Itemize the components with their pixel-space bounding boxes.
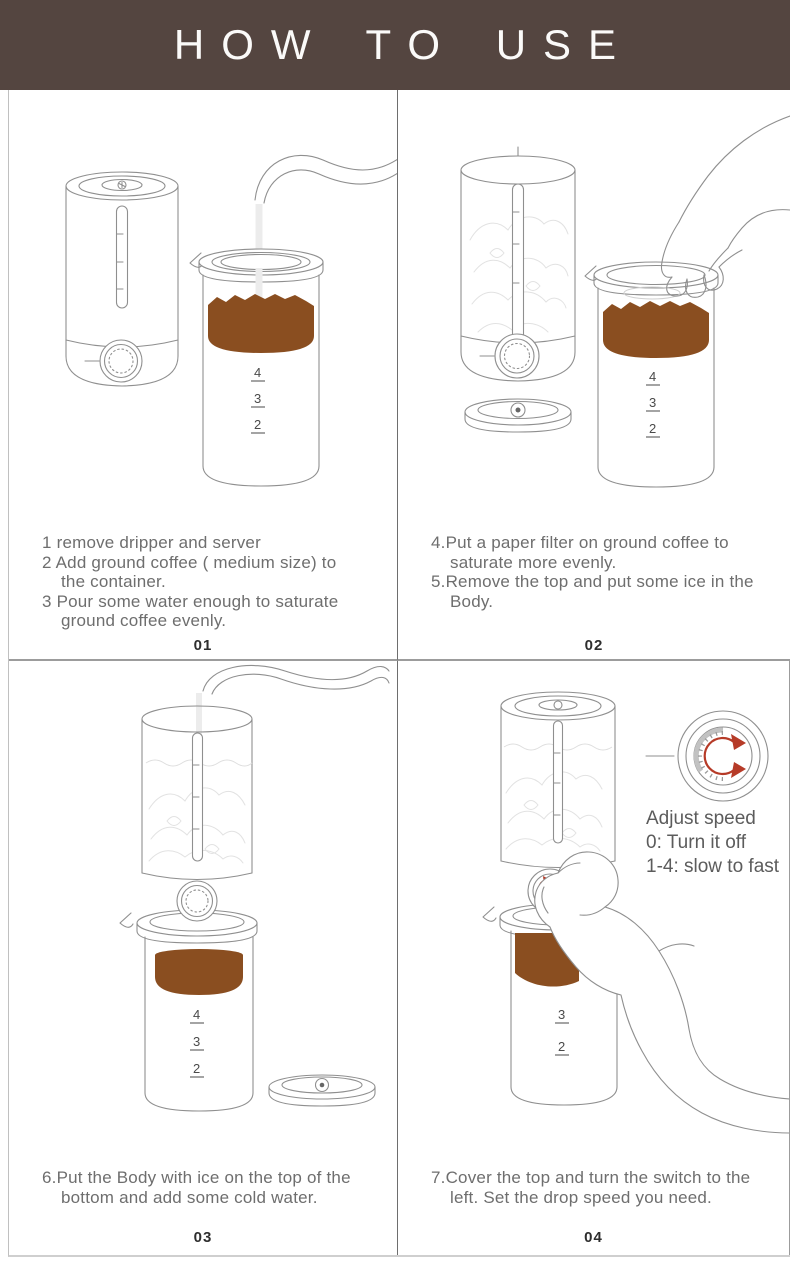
step-list: 1 remove dripper and server 2 Add ground… bbox=[9, 530, 397, 631]
panel-04: 3 2 bbox=[398, 661, 790, 1255]
measure-mark: 4 bbox=[193, 1007, 200, 1022]
measure-mark: 2 bbox=[254, 417, 261, 432]
panel-number: 04 bbox=[584, 1229, 603, 1246]
measure-marks: 4 3 2 bbox=[190, 1007, 204, 1078]
step-04-illustration: 3 2 bbox=[482, 691, 789, 1134]
water-hose bbox=[254, 154, 397, 201]
coffee-grounds bbox=[208, 294, 314, 353]
measure-mark: 3 bbox=[558, 1007, 565, 1022]
instruction-grid: 4 3 2 1 remove dripper and server 2 Add … bbox=[8, 90, 790, 1257]
step-text: 6.Put the Body with ice on the top of th… bbox=[42, 1168, 351, 1207]
page-title: HOW TO USE bbox=[173, 21, 634, 68]
speed-dial-detail bbox=[645, 710, 769, 802]
turn-arrow bbox=[703, 736, 735, 776]
ice-cubes bbox=[469, 216, 569, 333]
measure-mark: 4 bbox=[649, 369, 656, 384]
dripper-knob-illustration bbox=[176, 880, 218, 922]
step-02-illustration: 4 3 2 bbox=[460, 115, 790, 488]
hand-illustration bbox=[534, 851, 789, 1134]
step-list: 4.Put a paper filter on ground coffee to… bbox=[398, 530, 790, 611]
step-text: 3 Pour some water enough to saturate gro… bbox=[42, 591, 339, 631]
server-illustration: 4 3 2 bbox=[584, 261, 719, 488]
panel-03: 4 3 2 6.Put the Body with ice on the top… bbox=[9, 661, 398, 1255]
step-text: 7.Cover the top and turn the switch to t… bbox=[431, 1168, 751, 1207]
brewed-coffee bbox=[155, 949, 243, 995]
panel-number: 01 bbox=[193, 637, 213, 654]
hand-illustration bbox=[623, 115, 790, 300]
step-text: 4.Put a paper filter on ground coffee to… bbox=[431, 533, 729, 572]
measure-mark: 2 bbox=[558, 1039, 565, 1054]
panel-01: 4 3 2 1 remove dripper and server 2 Add … bbox=[9, 90, 398, 661]
paper-filter bbox=[623, 286, 681, 300]
measure-mark: 3 bbox=[649, 395, 656, 410]
dial-note-line: 1-4: slow to fast bbox=[646, 856, 780, 877]
server-illustration: 4 3 2 bbox=[144, 936, 254, 1112]
measure-marks: 3 2 bbox=[555, 1007, 569, 1056]
panel-number: 03 bbox=[193, 1229, 213, 1246]
removed-top-lid-illustration bbox=[464, 398, 572, 433]
measure-mark: 4 bbox=[254, 365, 261, 380]
server-lid-ring-illustration bbox=[119, 909, 258, 944]
body-device-illustration bbox=[65, 171, 179, 387]
step-text: 5.Remove the top and put some ice in the… bbox=[431, 572, 754, 611]
measure-marks: 4 3 2 bbox=[251, 365, 265, 434]
measure-mark: 3 bbox=[193, 1034, 200, 1049]
panel-02: 4 3 2 4.Put a paper bbox=[398, 90, 790, 661]
body-device-open-illustration bbox=[460, 146, 576, 382]
step-text: 2 Add ground coffee ( medium size) to th… bbox=[42, 552, 337, 592]
page-header: HOW TO USE bbox=[0, 0, 790, 90]
step-01-illustration: 4 3 2 bbox=[65, 154, 397, 487]
assembled-maker-illustration bbox=[500, 691, 616, 868]
step-text: 1 remove dripper and server bbox=[42, 533, 261, 552]
speed-dial-note: Adjust speed 0: Turn it off 1-4: slow to… bbox=[646, 807, 779, 879]
server-illustration: 4 3 2 bbox=[189, 154, 397, 487]
dial-note-line: 0: Turn it off bbox=[646, 832, 746, 853]
step-list: 7.Cover the top and turn the switch to t… bbox=[398, 1165, 789, 1207]
speed-knob bbox=[494, 333, 540, 379]
measure-mark: 2 bbox=[649, 421, 656, 436]
step-03-illustration: 4 3 2 bbox=[119, 665, 390, 1112]
measure-mark: 3 bbox=[254, 391, 261, 406]
panel-number: 02 bbox=[584, 637, 604, 654]
speed-knob bbox=[99, 339, 143, 383]
speed-knob bbox=[176, 880, 218, 922]
step-list: 6.Put the Body with ice on the top of th… bbox=[9, 1165, 397, 1207]
water-hose-illustration bbox=[196, 665, 390, 761]
server-spout bbox=[482, 906, 497, 922]
measure-mark: 2 bbox=[193, 1061, 200, 1076]
coffee-grounds bbox=[603, 301, 709, 358]
ground-lid-illustration bbox=[268, 1074, 376, 1107]
server-spout bbox=[119, 912, 134, 928]
dial-note-line: Adjust speed bbox=[646, 808, 756, 829]
measure-marks: 4 3 2 bbox=[646, 369, 660, 438]
upper-body-illustration bbox=[141, 705, 253, 880]
